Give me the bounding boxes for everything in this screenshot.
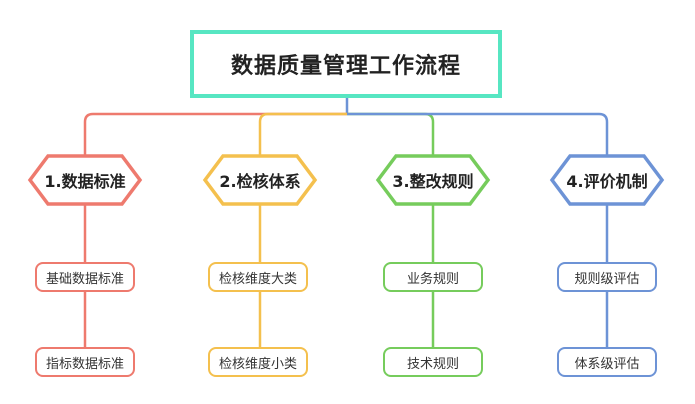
branch-drop-line	[598, 112, 609, 156]
branch-evaluation-mechanism: 4.评价机制	[540, 152, 674, 208]
branch-label: 2.检核体系	[219, 172, 301, 191]
item-system-level-evaluation: 体系级评估	[557, 347, 657, 377]
branch-check-system: 2.检核体系	[193, 152, 327, 208]
diagram-title: 数据质量管理工作流程	[190, 30, 502, 98]
branch-label: 1.数据标准	[44, 172, 126, 191]
branch-rectification-rules: 3.整改规则	[366, 152, 500, 208]
item-check-dimension-minor: 检核维度小类	[208, 347, 308, 377]
branch-drop-line	[424, 112, 435, 156]
branch-drop-line	[83, 112, 94, 156]
item-basic-data-standard: 基础数据标准	[35, 262, 135, 292]
item-check-dimension-major: 检核维度大类	[208, 262, 308, 292]
branch-label: 4.评价机制	[566, 172, 648, 191]
item-rule-level-evaluation: 规则级评估	[557, 262, 657, 292]
branch-label: 3.整改规则	[392, 172, 474, 191]
branch-data-standard: 1.数据标准	[18, 152, 152, 208]
branch-drop-line	[258, 112, 269, 156]
item-technical-rules: 技术规则	[383, 347, 483, 377]
item-business-rules: 业务规则	[383, 262, 483, 292]
item-indicator-data-standard: 指标数据标准	[35, 347, 135, 377]
